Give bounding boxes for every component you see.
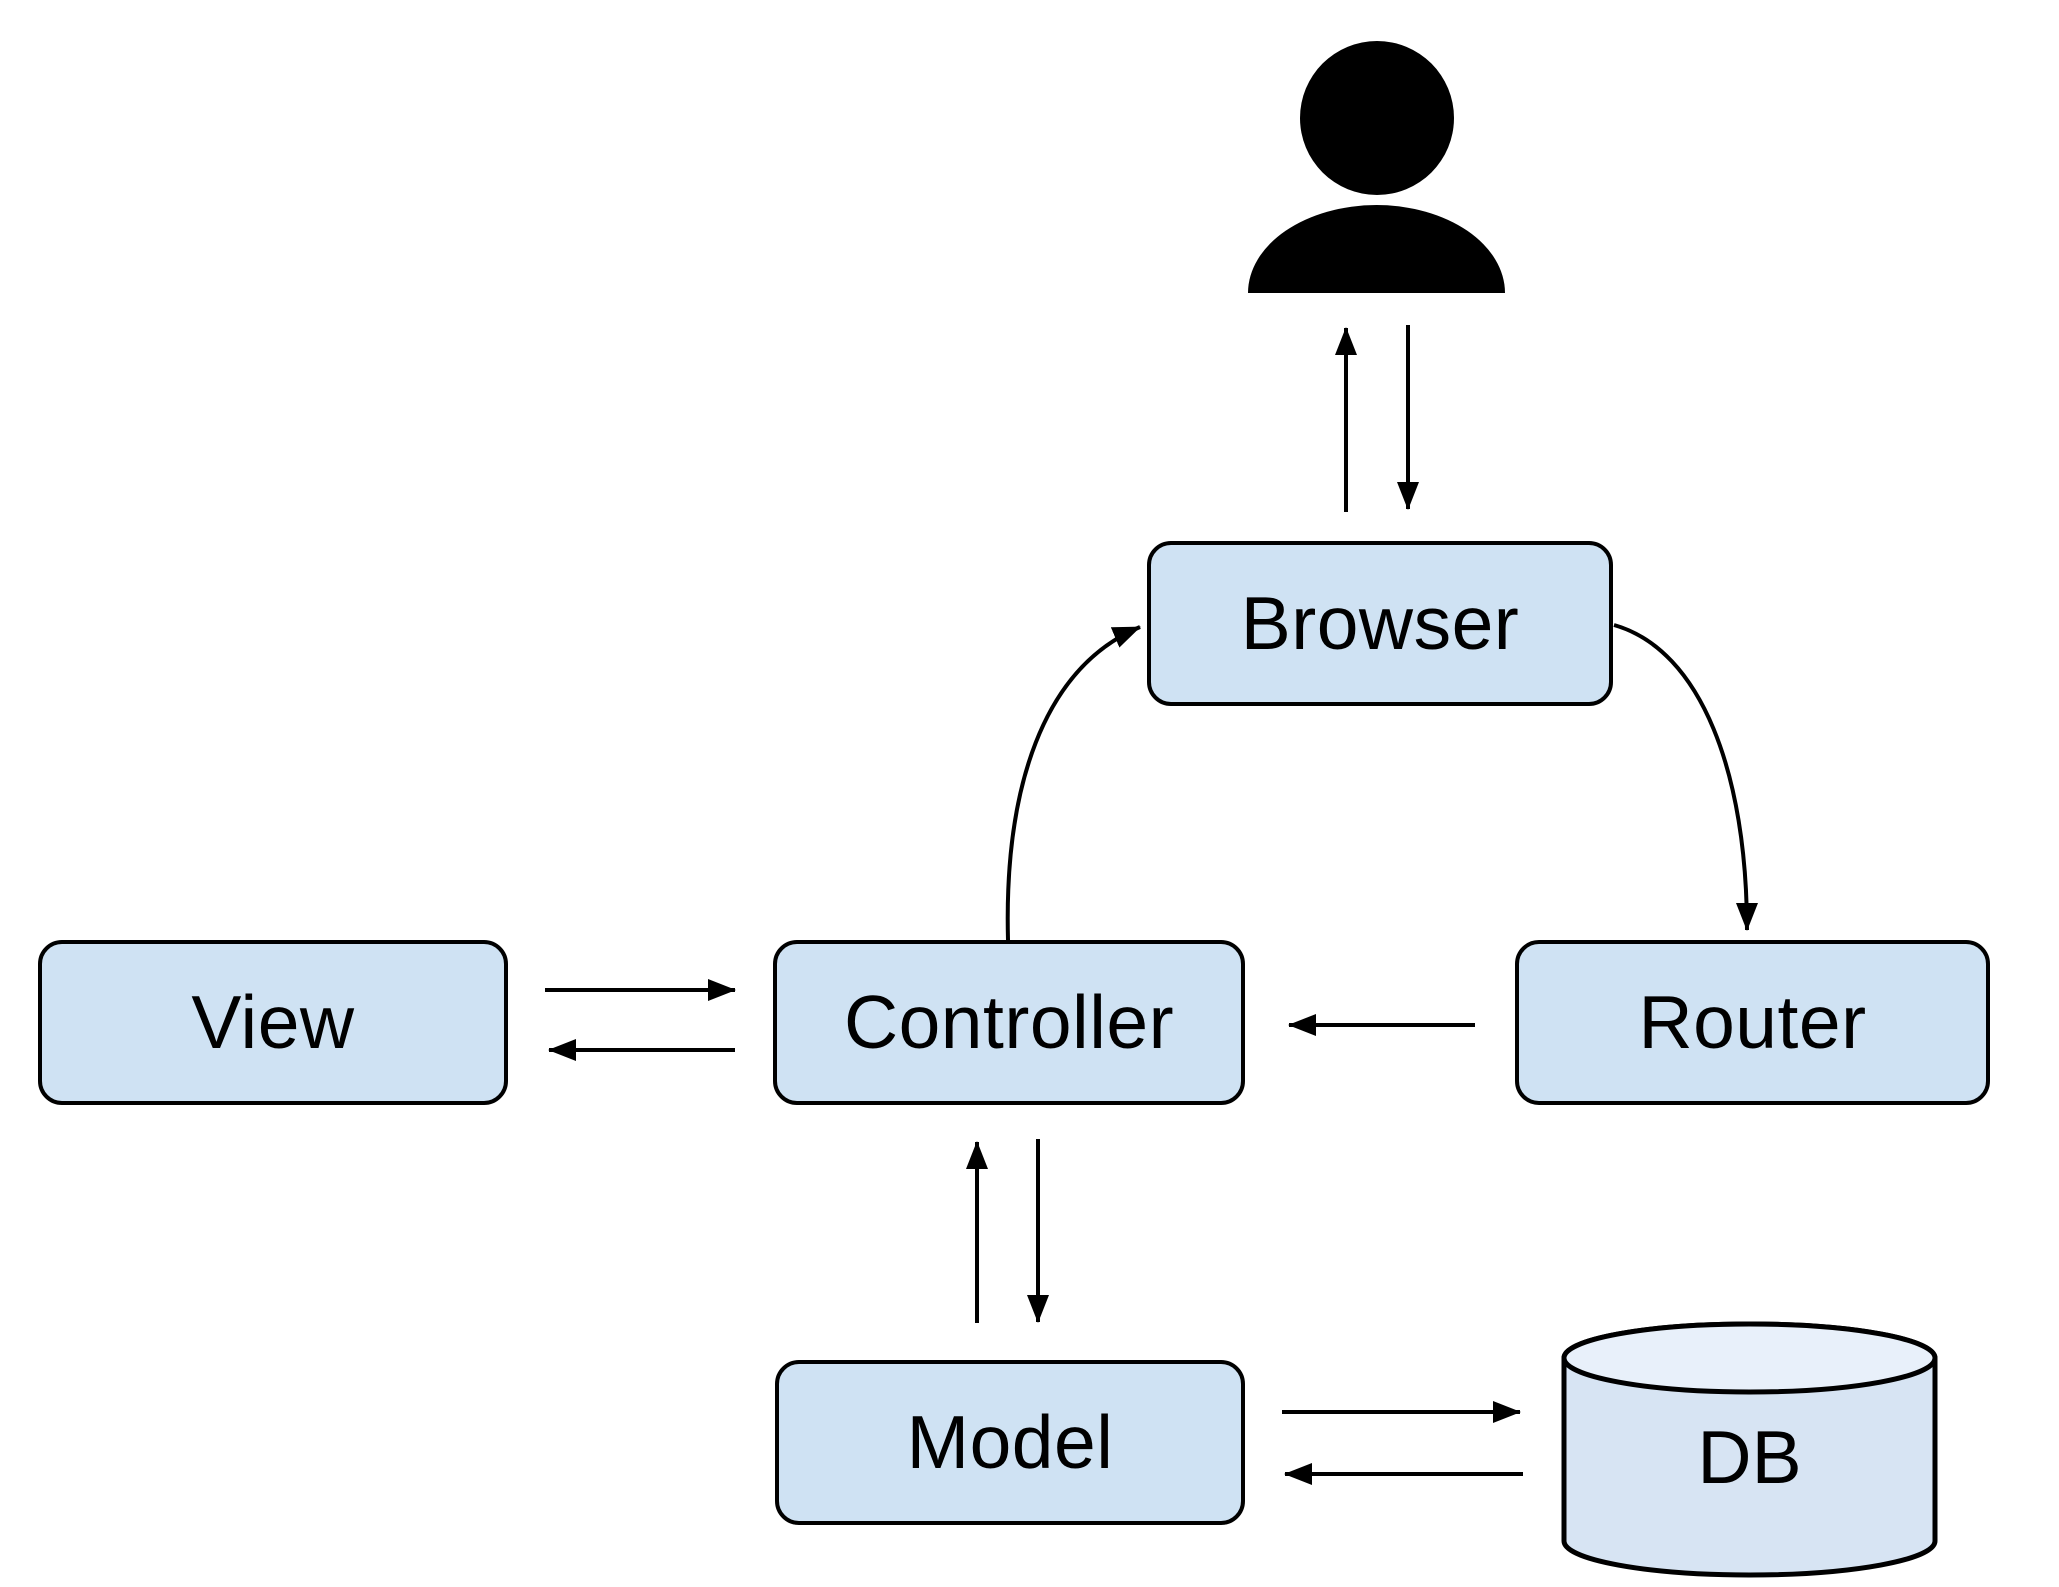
db-cylinder — [1561, 1321, 1938, 1578]
node-browser: Browser — [1147, 541, 1613, 706]
arrow-controller-to-browser — [1005, 625, 1141, 941]
person-shoulders — [1248, 205, 1505, 293]
node-model-label: Model — [906, 1400, 1114, 1484]
arrow-browser-to-router — [1613, 623, 1758, 931]
node-router: Router — [1515, 940, 1990, 1105]
node-model: Model — [775, 1360, 1245, 1525]
person-head — [1300, 41, 1454, 195]
node-view: View — [38, 940, 508, 1105]
node-router-label: Router — [1638, 980, 1867, 1064]
db-cylinder-top — [1561, 1321, 1938, 1395]
node-browser-label: Browser — [1240, 581, 1520, 665]
node-controller: Controller — [773, 940, 1245, 1105]
person-icon — [1248, 41, 1505, 293]
node-db-label: DB — [1697, 1414, 1802, 1499]
node-view-label: View — [191, 980, 355, 1064]
node-controller-label: Controller — [843, 980, 1175, 1064]
node-db: DB — [1564, 1382, 1935, 1532]
